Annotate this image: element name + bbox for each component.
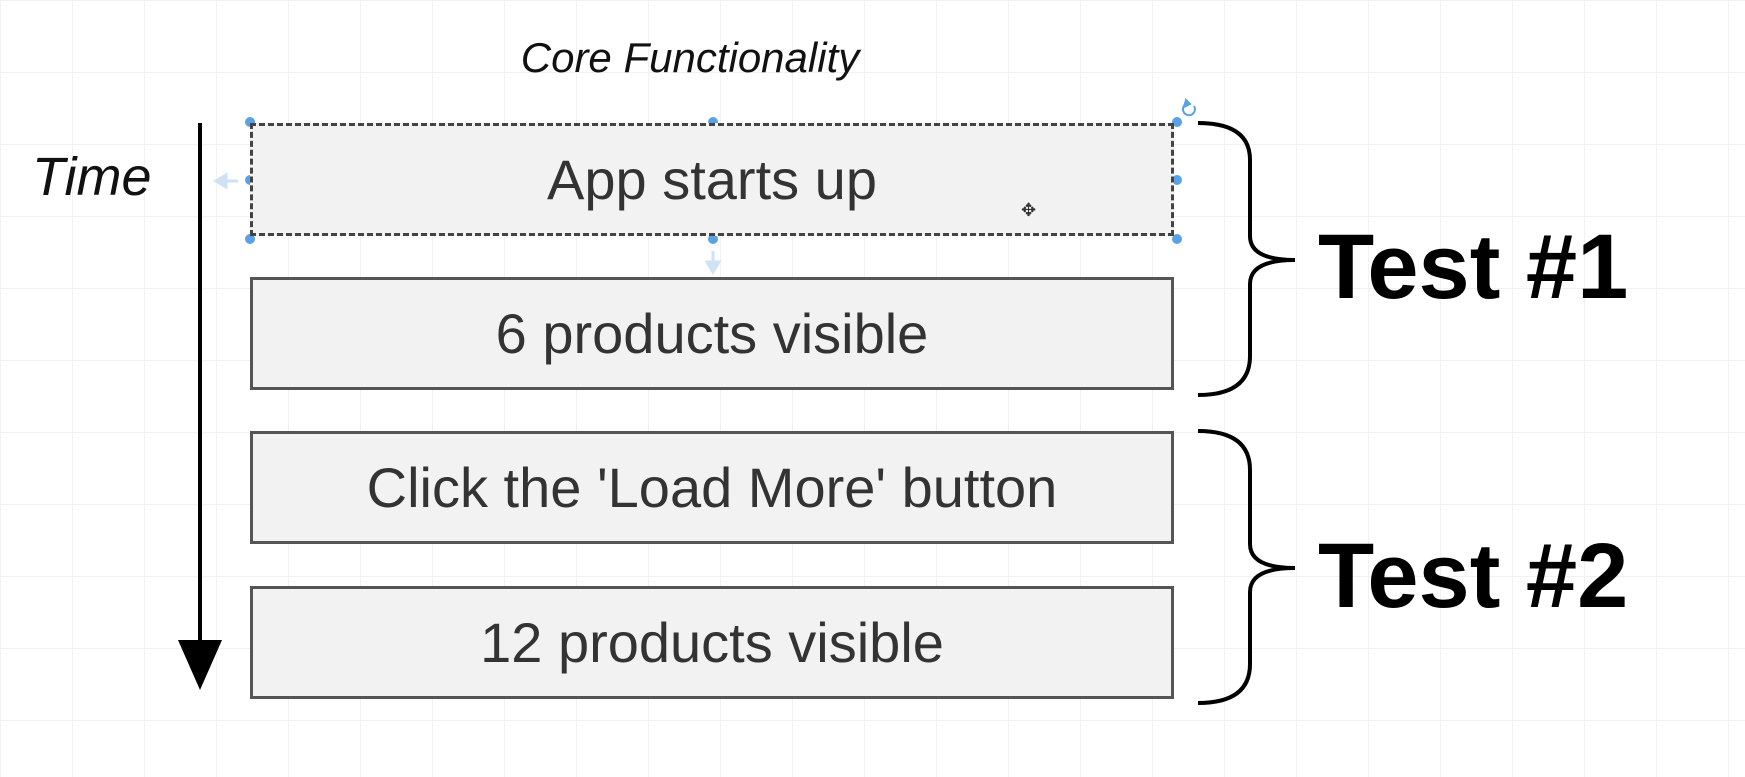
step-box-12-products-visible[interactable]: 12 products visible [250,586,1174,699]
resize-handle-icon [1172,175,1182,185]
move-cursor-icon: ✥ [1021,200,1037,220]
step-label: 12 products visible [480,611,944,674]
resize-handle-icon [1172,117,1182,127]
step-box-app-starts-up[interactable]: App starts up [250,123,1174,236]
resize-handle-icon [1172,234,1182,244]
diagram-title: Core Functionality [520,34,860,81]
step-label: Click the 'Load More' button [366,456,1058,519]
test-2-label: Test #2 [1318,525,1629,627]
step-label: 6 products visible [495,302,929,365]
brace-test-2 [1197,429,1296,705]
step-box-6-products-visible[interactable]: 6 products visible [250,277,1174,390]
step-box-click-load-more[interactable]: Click the 'Load More' button [250,431,1174,544]
brace-test-1 [1197,121,1296,397]
resize-handle-icon [708,234,718,244]
time-axis-label: Time [32,147,152,207]
time-arrow-head-icon [178,640,222,690]
resize-handle-icon [245,234,255,244]
rotate-handle-icon [1181,98,1196,117]
step-label: App starts up [547,148,877,211]
connection-hint-arrows [213,172,722,275]
test-1-label: Test #1 [1318,216,1629,318]
